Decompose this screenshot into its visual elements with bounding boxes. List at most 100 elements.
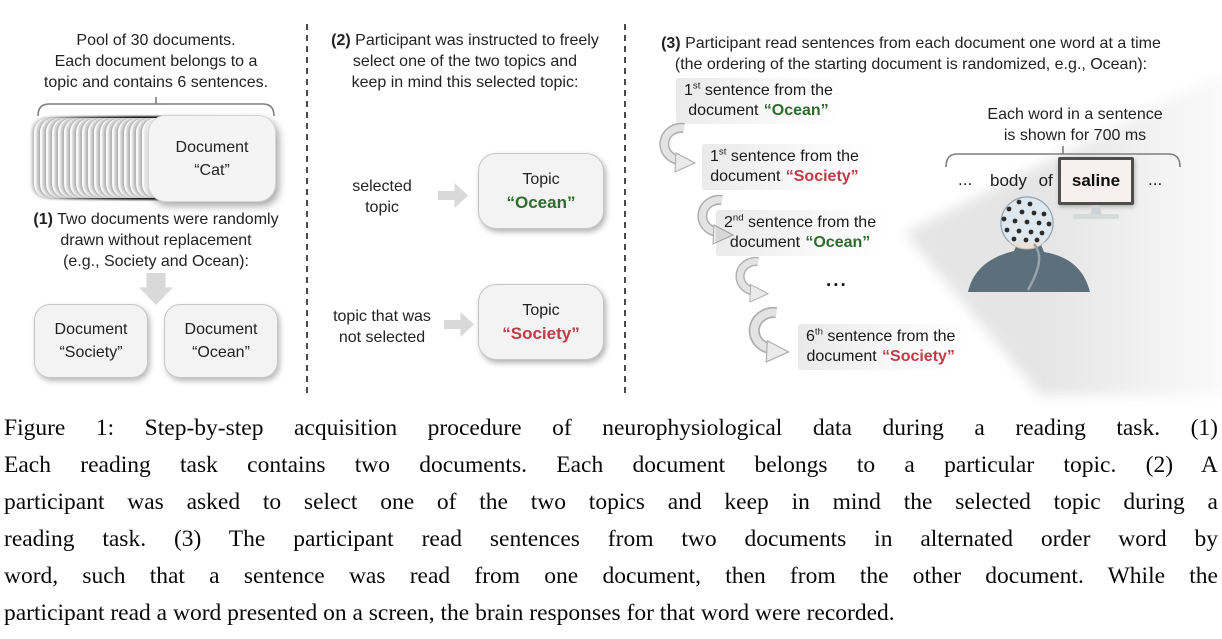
curved-arrow-icon <box>735 256 770 303</box>
sentence-ordinal: 1 <box>684 82 693 99</box>
word-duration-note-line: is shown for 700 ms <box>1003 127 1147 144</box>
ordinal-suffix: st <box>692 80 701 92</box>
not-selected-topic-label: topic that was not selected <box>318 306 446 348</box>
curved-arrow-icon <box>659 122 697 173</box>
stack-card-label: Document <box>175 138 249 156</box>
reading-step-text: sentence from the <box>726 148 859 165</box>
monitor-screen: saline <box>1058 157 1134 205</box>
panel2-heading: (2) Participant was instructed to freely… <box>312 30 618 93</box>
sentence-ordinal: 1 <box>710 148 719 165</box>
stack-front-card: Document “Cat” <box>148 115 276 202</box>
monitor-stand <box>1090 205 1102 214</box>
document-name: “Society” <box>882 348 955 365</box>
reading-step-line: 1st sentence from the <box>710 147 859 167</box>
reading-step-line: 6th sentence from the <box>806 327 955 347</box>
document-name: “Ocean” <box>805 234 871 251</box>
word-stream-right-dots: ... <box>1148 170 1163 189</box>
panel3-heading-text: Participant read sentences from each doc… <box>685 35 1161 52</box>
topic-box-society: Topic “Society” <box>478 284 604 360</box>
document-name: “Society” <box>785 168 859 185</box>
right-arrow-icon <box>438 183 468 208</box>
topic-name: “Ocean” <box>506 193 576 212</box>
document-box-ocean: Document “Ocean” <box>164 304 278 378</box>
panel-divider <box>624 24 626 394</box>
reading-step-text: document <box>710 168 781 185</box>
caption-line: Figure 1: Step-by-step acquisition proce… <box>4 415 1218 441</box>
panel3-heading-line: (the ordering of the starting document i… <box>674 56 1148 73</box>
draw-instruction-line: (e.g., Society and Ocean): <box>63 253 249 270</box>
reading-step-text: sentence from the <box>743 214 877 231</box>
selected-topic-label: selected topic <box>330 176 434 218</box>
panel3-heading-line: (3) Participant read sentences from each… <box>628 33 1194 54</box>
ordinal-suffix: st <box>718 146 727 158</box>
eeg-electrodes <box>1001 199 1052 243</box>
reading-step: 2nd sentence from the document“Ocean” <box>716 210 885 256</box>
reading-step-line: document“Society” <box>710 167 859 187</box>
document-stack: Document “Cat” <box>34 115 276 202</box>
monitor-base <box>1073 214 1119 219</box>
panel-divider <box>306 24 308 394</box>
panel2-heading-line: keep in mind this selected topic: <box>351 74 579 91</box>
draw-instruction-line: drawn without replacement <box>60 232 252 249</box>
reading-step-line: document“Ocean” <box>684 101 833 121</box>
right-arrow-icon <box>444 312 474 337</box>
reading-step: 1st sentence from the document“Ocean” <box>676 78 841 124</box>
curved-arrow-icon <box>697 194 735 245</box>
word-stream-context: body of <box>990 171 1053 190</box>
down-arrow-icon <box>139 273 173 305</box>
reading-step-line: document“Society” <box>806 347 955 367</box>
sentence-ordinal: 2 <box>724 214 733 231</box>
document-box-label: Document <box>54 321 128 338</box>
topic-name: “Society” <box>502 324 580 343</box>
panel2-heading-text: Participant was instructed to freely <box>355 32 599 49</box>
caption-line: reading task. (3) The participant read s… <box>4 526 1218 552</box>
figure-caption: Figure 1: Step-by-step acquisition proce… <box>0 402 1222 632</box>
reading-step-line: 2nd sentence from the <box>724 213 876 233</box>
step-number: (3) <box>661 35 681 52</box>
word-duration-note: Each word in a sentence is shown for 700… <box>958 104 1192 146</box>
reading-step-line: document“Ocean” <box>724 233 876 253</box>
document-box-label: “Ocean” <box>192 344 250 361</box>
reading-step-ellipsis: ... <box>826 270 848 291</box>
draw-instruction-line: (1) Two documents were randomly <box>8 209 304 230</box>
topic-box-ocean: Topic “Ocean” <box>478 153 604 229</box>
pool-caption: Pool of 30 documents. Each document belo… <box>10 30 302 93</box>
pool-caption-line: Each document belongs to a <box>54 53 258 70</box>
caption-line: participant read a word presented on a s… <box>4 600 895 626</box>
reading-step: 1st sentence from the document“Society” <box>702 144 867 190</box>
reading-step-line: 1st sentence from the <box>684 81 833 101</box>
word-duration-note-line: Each word in a sentence <box>987 106 1163 123</box>
step-number: (2) <box>331 32 351 49</box>
screen-word: saline <box>1071 171 1121 190</box>
word-stream-brace-icon <box>945 146 1181 168</box>
monitor-icon: saline <box>1058 157 1134 219</box>
ordinal-suffix: th <box>814 326 823 338</box>
selected-topic-label-line: topic <box>365 199 399 216</box>
caption-line: participant was asked to select one of t… <box>4 489 1218 515</box>
panel2-heading-line: (2) Participant was instructed to freely <box>312 30 618 51</box>
draw-instruction: (1) Two documents were randomly drawn wi… <box>8 209 304 272</box>
panel3-heading: (3) Participant read sentences from each… <box>628 33 1194 75</box>
stack-card-label: “Cat” <box>194 161 230 179</box>
topic-box-label: Topic <box>522 302 560 319</box>
reading-step: 6th sentence from the document“Society” <box>798 324 964 370</box>
reading-step-text: document <box>688 102 759 119</box>
document-box-label: “Society” <box>59 344 123 361</box>
selected-topic-label-line: selected <box>352 178 412 195</box>
eeg-cap <box>1000 196 1054 242</box>
word-stream-left-dots: ... <box>958 170 973 189</box>
reading-step-text: sentence from the <box>822 328 956 345</box>
participant-shoulders <box>968 242 1090 292</box>
panel2-heading-line: select one of the two topics and <box>352 53 578 70</box>
draw-instruction-text: Two documents were randomly <box>57 211 279 228</box>
pool-brace-icon <box>37 97 275 117</box>
not-selected-topic-label-line: not selected <box>338 329 426 346</box>
caption-line: word, such that a sentence was read from… <box>4 563 1218 589</box>
not-selected-topic-label-line: topic that was <box>333 308 431 325</box>
topic-box-label: Topic <box>522 171 560 188</box>
document-box-label: Document <box>184 321 258 338</box>
eeg-wire <box>1026 243 1041 291</box>
curved-arrow-icon <box>748 306 790 363</box>
caption-line: Each reading task contains two documents… <box>4 452 1218 478</box>
